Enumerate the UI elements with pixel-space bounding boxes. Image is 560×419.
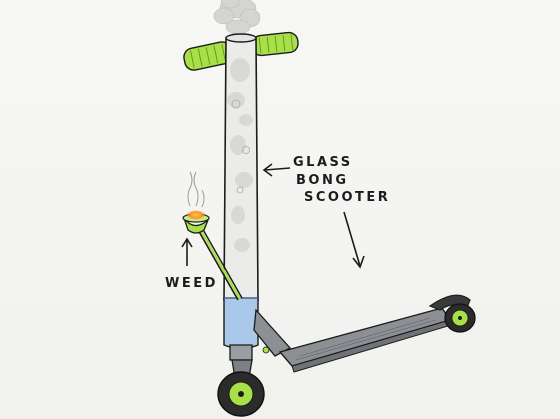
water-chamber	[223, 297, 259, 350]
glass-label-line1: GLASS	[293, 155, 353, 170]
arrow-weed	[181, 237, 193, 266]
smoke-cloud-top	[213, 0, 261, 35]
arrow-glass-bong	[262, 163, 291, 177]
glass-tube	[223, 33, 259, 301]
weed-label: WEED	[165, 276, 218, 291]
bong-label-line2: BONG	[296, 173, 349, 188]
arrow-scooter	[343, 211, 365, 269]
rear-wheel	[444, 303, 476, 333]
scooter-deck	[278, 307, 452, 373]
bowl-smoke	[187, 171, 205, 208]
scooter-label: SCOOTER	[304, 190, 390, 205]
bowl	[182, 210, 210, 234]
ember-glow	[186, 210, 206, 220]
front-wheel	[217, 371, 265, 417]
downstem	[196, 225, 243, 301]
deck-neck	[253, 308, 292, 357]
